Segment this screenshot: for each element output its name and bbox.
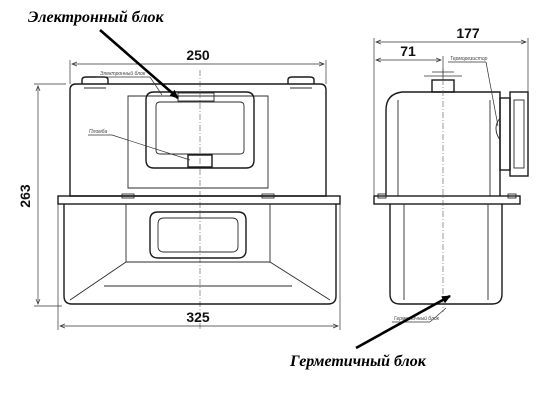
dim-side-depth: 177 [373,25,529,196]
side-upper-body [385,91,501,196]
side-view: 177 71 Терморезистор Герметичный блок [373,25,529,323]
dim-side-offset: 71 [376,43,444,80]
lower-window-inner [157,217,239,253]
caption-sealed: Герметичный блок [289,294,451,370]
front-flange [57,195,341,205]
side-flange-bolt-left [377,193,387,199]
dim-front-base: 325 [57,204,341,330]
sealed-unit-arrow [355,294,451,350]
dim-250-label: 250 [186,47,210,63]
front-view: 250 263 325 Электронный блок Пломба [17,47,341,330]
caption-electronic: Электронный блок [28,9,179,99]
front-callouts: Электронный блок Пломба [88,70,191,161]
front-upper-body [69,83,327,197]
callout-side-sealed: Герметичный блок [394,315,440,322]
dim-front-width: 250 [69,47,327,84]
electronic-unit-housing [145,91,255,169]
electronic-unit-arrow [99,29,179,99]
callout-front-seal: Пломба [89,129,107,135]
left-flange-bolt [121,193,135,199]
callout-thermistor: Терморезистор [450,56,488,62]
dim-177-label: 177 [456,25,480,41]
right-nozzle [287,76,315,84]
dim-263-label: 263 [17,184,33,208]
dim-325-label: 325 [186,309,210,325]
front-upper-recess [127,95,269,189]
display-top-tab [177,92,215,102]
side-module-face [513,99,525,169]
side-module-body [509,91,529,177]
side-flange [373,195,521,205]
left-nozzle [81,76,109,84]
front-lower-body [63,204,337,305]
lower-left-bevel [69,261,127,301]
caption-sealed-unit: Герметичный блок [289,353,427,370]
caption-electronic-unit: Электронный блок [28,9,165,26]
side-lower-body [389,204,503,305]
right-flange-bolt [261,193,275,199]
side-module-plate [499,97,511,171]
thermistor-bulge [495,117,501,141]
lower-right-bevel [269,261,331,301]
lower-window [149,211,247,259]
side-callouts: Терморезистор Герметичный блок [392,56,499,323]
side-flange-bolt-right [507,193,517,199]
dim-71-label: 71 [400,43,416,59]
dim-front-height: 263 [17,83,66,307]
callout-electronic-unit: Электронный блок [100,70,146,77]
electronic-unit-window [155,101,245,155]
front-lower-recess [125,204,271,263]
